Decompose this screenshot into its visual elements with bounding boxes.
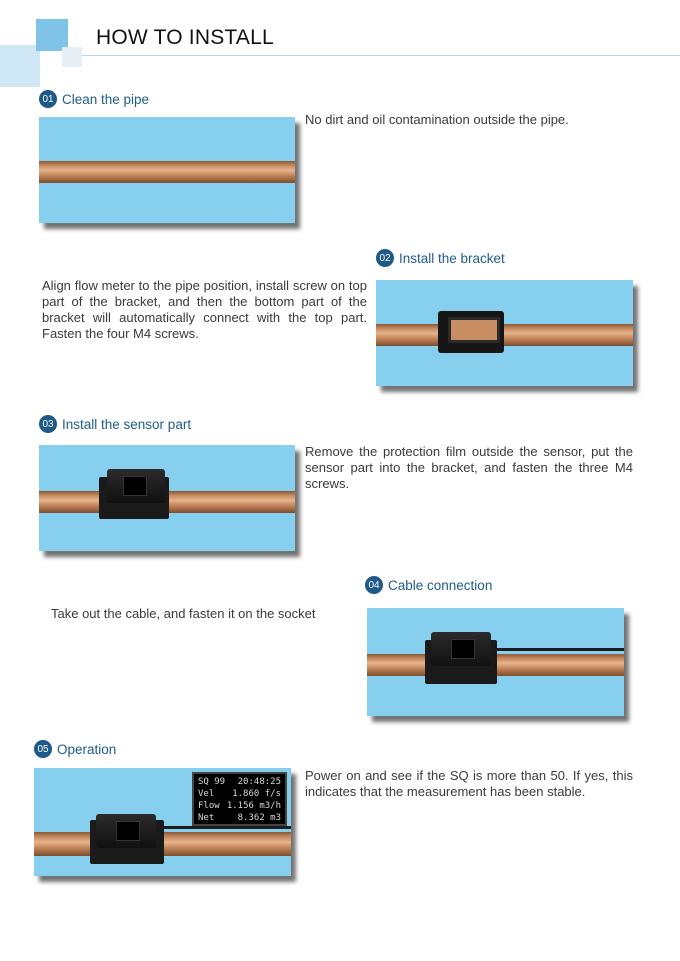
step-2-photo [376, 280, 633, 386]
cable [156, 826, 291, 829]
lcd-key: Net [198, 813, 215, 823]
step-2-label: Install the bracket [399, 250, 505, 266]
step-5-label: Operation [57, 741, 117, 757]
step-1-label: Clean the pipe [62, 91, 150, 107]
step-2-number: 02 [376, 249, 394, 267]
bracket [438, 311, 504, 353]
step-3-description: Remove the protection film outside the s… [305, 444, 633, 491]
step-2-description: Align flow meter to the pipe position, i… [42, 278, 367, 341]
step-1-description: No dirt and oil contamination outside th… [305, 112, 569, 127]
decor-square-pale [62, 47, 82, 67]
lcd-key: Flow [198, 801, 220, 811]
bracket-window [448, 317, 500, 343]
cable [491, 648, 624, 651]
sensor-unit [107, 469, 165, 503]
pipe [39, 161, 295, 183]
sensor-screen [451, 639, 475, 659]
sensor-unit [431, 632, 491, 666]
step-1-photo [39, 117, 295, 223]
step-5-number: 05 [34, 740, 52, 758]
lcd-value: 20:48:25 [237, 777, 281, 787]
lcd-key: Vel [198, 789, 215, 799]
step-5-heading: 05 Operation [34, 740, 116, 758]
sensor-unit [96, 814, 156, 848]
sensor-screen [116, 821, 140, 841]
pipe [376, 324, 633, 346]
decor-square-blue [36, 19, 68, 51]
step-5-photo: SQ 99 20:48:25 Vel 1.860 f/s Flow 1.156 m3/… [34, 768, 291, 876]
lcd-key: SQ 99 [198, 777, 226, 787]
lcd-row: SQ 99 20:48:25 [198, 776, 281, 788]
step-1-number: 01 [39, 90, 57, 108]
step-3-number: 03 [39, 415, 57, 433]
lcd-value: 1.156 m3/h [226, 801, 281, 811]
header-rule [82, 55, 680, 56]
lcd-row: Flow 1.156 m3/h [198, 800, 281, 812]
lcd-row: Vel 1.860 f/s [198, 788, 281, 800]
step-4-heading: 04 Cable connection [365, 576, 492, 594]
step-4-label: Cable connection [388, 577, 493, 593]
step-4-photo [367, 608, 624, 716]
sensor-screen [123, 476, 147, 496]
lcd-display: SQ 99 20:48:25 Vel 1.860 f/s Flow 1.156 m3/… [192, 772, 287, 826]
lcd-row: Net 8.362 m3 [198, 812, 281, 824]
page-title: HOW TO INSTALL [96, 26, 274, 49]
step-4-description: Take out the cable, and fasten it on the… [51, 606, 316, 621]
decor-square-light [0, 45, 40, 87]
step-3-heading: 03 Install the sensor part [39, 415, 191, 433]
lcd-value: 8.362 m3 [237, 813, 281, 823]
step-3-photo [39, 445, 295, 551]
step-4-number: 04 [365, 576, 383, 594]
lcd-value: 1.860 f/s [232, 789, 281, 799]
step-5-description: Power on and see if the SQ is more than … [305, 768, 633, 799]
step-2-heading: 02 Install the bracket [376, 249, 505, 267]
step-1-heading: 01 Clean the pipe [39, 90, 149, 108]
step-3-label: Install the sensor part [62, 416, 192, 432]
